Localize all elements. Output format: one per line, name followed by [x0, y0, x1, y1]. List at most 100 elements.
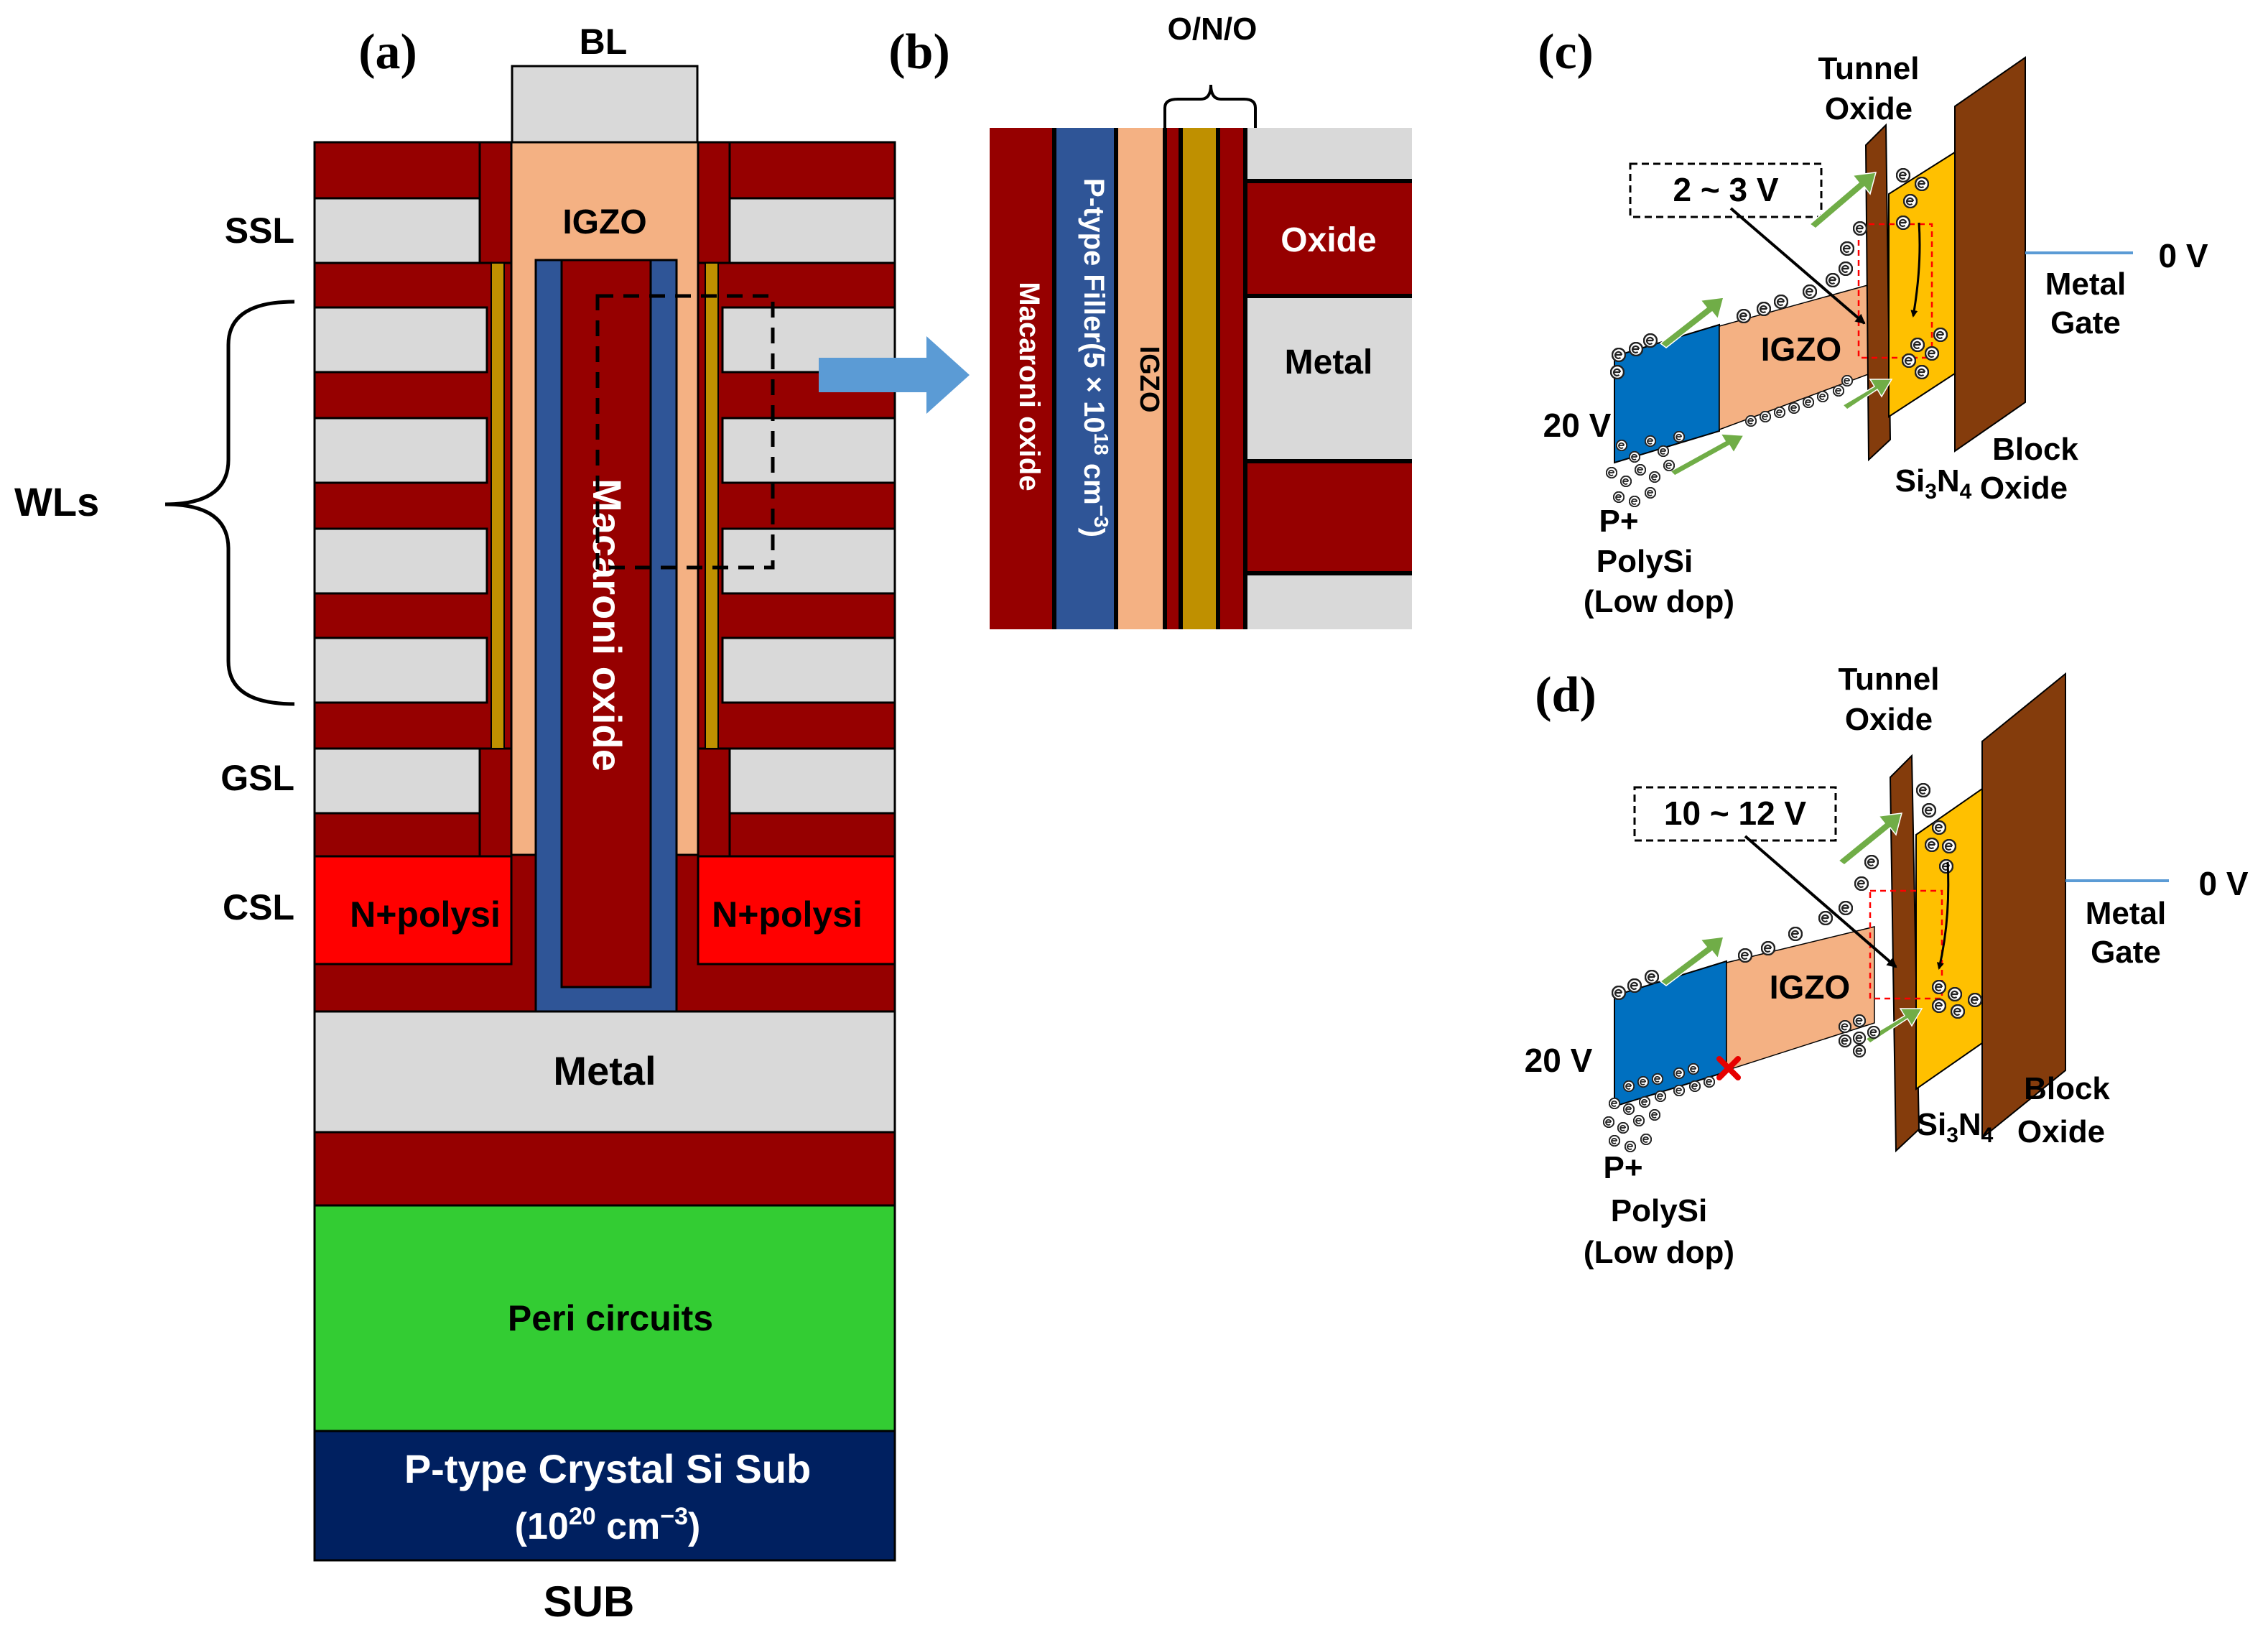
d-nitride: [1915, 787, 1983, 1090]
panel-a-label: (a): [358, 24, 417, 80]
oxide-layer-bottom: [313, 1131, 896, 1207]
d-metal-gate-label-2: Gate: [2091, 935, 2161, 970]
c-twenty-v: 20 V: [1543, 407, 1612, 444]
zoom-box: [595, 294, 775, 570]
d-zero-v: 0 V: [2198, 865, 2248, 902]
ssl-label: SSL: [225, 210, 294, 251]
panel-a: (a) BL: [14, 22, 970, 1626]
sub-label: SUB: [544, 1578, 635, 1626]
c-block-oxide-label-2: Oxide: [1980, 471, 2068, 506]
d-lowdop-label: (Low dop): [1584, 1235, 1734, 1270]
sub-label-line2: (1020 cm−3): [515, 1503, 701, 1547]
c-polysi-label: PolySi: [1597, 544, 1693, 579]
b-oxide-layer-bottom: [1247, 461, 1412, 573]
b-metal-label: Metal: [1285, 343, 1373, 381]
c-trap-arrow: [1910, 222, 1921, 318]
d-metal-gate-label-1: Metal: [2086, 896, 2166, 931]
b-macaroni-oxide: [990, 128, 1053, 629]
c-red-dashed: [1857, 223, 1933, 359]
d-tunnel-label-2: Oxide: [1845, 702, 1933, 737]
macaroni-oxide-core: [560, 259, 652, 988]
zoom-arrow: [819, 336, 970, 414]
gsl-label: GSL: [220, 758, 294, 798]
d-igzo-slab: [1726, 926, 1875, 1072]
peri-circuits: [313, 1204, 896, 1432]
d-pplus-label: P+: [1603, 1150, 1642, 1185]
sub-label-line1: P-type Crystal Si Sub: [404, 1446, 811, 1491]
c-igzo-label: IGZO: [1761, 330, 1841, 368]
c-lowdop-label: (Low dop): [1584, 584, 1734, 619]
c-voltage-value: 2 ~ 3 V: [1673, 171, 1778, 208]
ono-strip-right: [705, 262, 719, 749]
b-igzo-label: IGZO: [1134, 346, 1164, 413]
d-trap-arrow: [1936, 861, 1950, 970]
n-plus-polysi-right: [697, 855, 896, 966]
d-tunnel-label-1: Tunnel: [1839, 662, 1940, 697]
csl-label: CSL: [223, 887, 294, 927]
b-filler-label: P-type Filler(5 × 1018 cm−3): [1078, 178, 1112, 537]
d-twenty-v: 20 V: [1525, 1042, 1593, 1079]
c-tunnel-oxide: [1864, 123, 1892, 462]
ono-strip-left: [491, 262, 505, 749]
c-p-plus-block: [1614, 323, 1720, 464]
panel-c: (c) Tunnel Oxide 2 ~ 3 V: [1538, 24, 2208, 619]
peri-label: Peri circuits: [508, 1298, 713, 1338]
p-type-substrate: [313, 1430, 896, 1562]
panel-b-label: (b): [888, 24, 950, 80]
metal-label-a: Metal: [553, 1048, 656, 1093]
b-igzo: [1117, 128, 1163, 629]
b-tunnel-oxide: [1166, 128, 1179, 629]
wls-brace: [164, 300, 295, 706]
select-gate-blocks: [478, 141, 731, 858]
c-green-arrows: [1659, 172, 1893, 476]
c-voltage-box: [1629, 162, 1823, 218]
c-si3n4-label: Si3N4: [1895, 463, 1972, 504]
c-tunnel-label-2: Oxide: [1825, 91, 1913, 126]
b-separators: [1052, 128, 1412, 629]
d-voltage-box: [1633, 786, 1837, 842]
d-block-oxide-label-1: Block: [2024, 1071, 2110, 1106]
d-metal-gate: [1981, 672, 2066, 1140]
d-igzo-label: IGZO: [1770, 968, 1850, 1006]
d-blocked-mark: [1716, 1056, 1741, 1080]
c-metal-gate-label-2: Gate: [2050, 305, 2121, 341]
d-si3n4-label: Si3N4: [1917, 1107, 1994, 1147]
metal-layers-left: [313, 197, 488, 815]
d-green-arrows: [1659, 812, 1923, 1044]
wls-label: WLs: [14, 479, 99, 524]
c-voltage-pointer: [1729, 207, 1866, 325]
ono-label: O/N/O: [1168, 11, 1258, 47]
c-tunnel-label-1: Tunnel: [1818, 51, 1920, 86]
ono-brace: [1163, 84, 1257, 128]
panel-b: (b) O/N/O Macaroni oxide P-type Filler(5…: [888, 11, 1412, 629]
d-voltage-value: 10 ~ 12 V: [1664, 795, 1807, 832]
n-plus-polysi-left: [313, 855, 513, 966]
metal-layers-right: [721, 197, 896, 815]
d-voltage-pointer: [1744, 835, 1897, 968]
c-metal-gate-label-1: Metal: [2045, 267, 2126, 302]
b-oxide-label: Oxide: [1281, 221, 1376, 259]
bit-line: [511, 65, 699, 145]
d-block-oxide-label-2: Oxide: [2017, 1114, 2105, 1149]
b-block-oxide: [1219, 128, 1244, 629]
igzo-label-a: IGZO: [562, 203, 646, 241]
c-metal-gate: [1954, 56, 2026, 453]
n-plus-label-left: N+polysi: [350, 894, 501, 935]
b-filler: [1056, 128, 1115, 629]
d-polysi-label: PolySi: [1611, 1193, 1708, 1228]
macaroni-label-a: Macaroni oxide: [585, 478, 630, 772]
panel-d-label: (d): [1535, 667, 1597, 723]
n-plus-label-right: N+polysi: [712, 894, 863, 935]
panel-d: (d) Tunnel Oxide 10 ~ 12 V: [1525, 662, 2249, 1270]
b-oxide-layer-top: [1247, 181, 1412, 296]
b-nitride: [1182, 128, 1217, 629]
c-block-oxide-label-1: Block: [1992, 432, 2078, 467]
metal-layer: [313, 1010, 896, 1134]
bl-label: BL: [580, 22, 628, 62]
c-pplus-label: P+: [1599, 504, 1638, 539]
b-macaroni-label: Macaroni oxide: [1013, 282, 1045, 491]
panel-c-label: (c): [1538, 24, 1594, 80]
c-zero-v: 0 V: [2158, 237, 2208, 274]
